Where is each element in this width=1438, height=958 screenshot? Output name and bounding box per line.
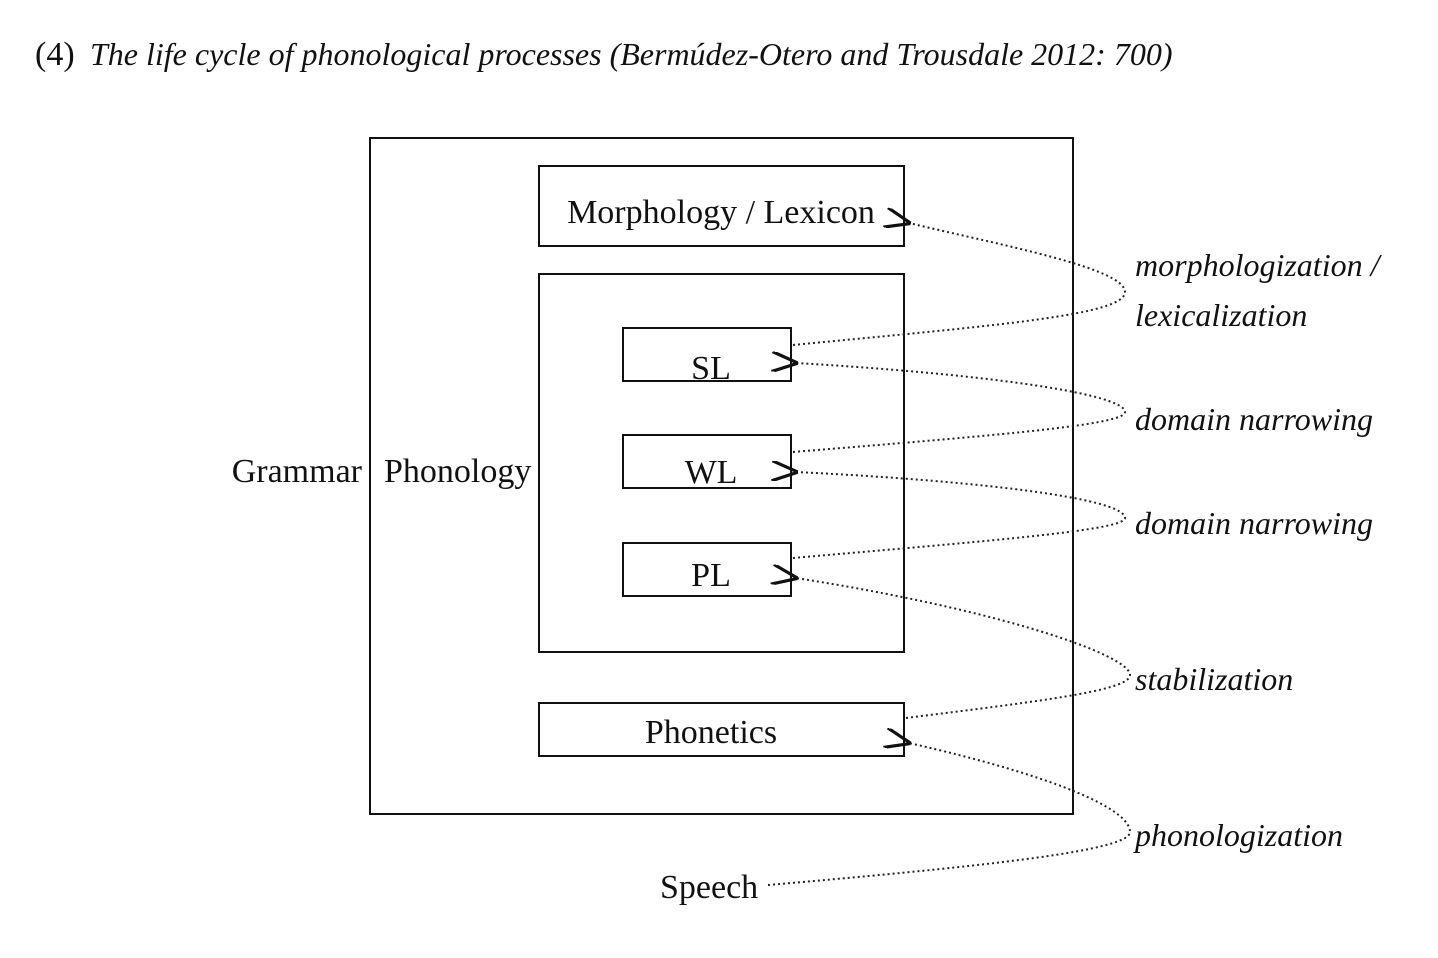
phonology-box bbox=[538, 273, 905, 653]
speech-label: Speech bbox=[660, 869, 758, 906]
morphology-label: Morphology / Lexicon bbox=[567, 194, 875, 231]
process-stabilization: stabilization bbox=[1135, 661, 1293, 697]
morphology-box bbox=[538, 165, 905, 247]
sl-label: SL bbox=[691, 350, 731, 387]
arrow-phonetics-to-pl bbox=[796, 578, 1132, 719]
arrow-sl-to-morphology bbox=[792, 223, 1127, 346]
process-domain-narrowing-2: domain narrowing bbox=[1135, 505, 1373, 541]
pl-label: PL bbox=[691, 557, 731, 594]
arrow-wl-to-sl bbox=[793, 363, 1127, 453]
arrow-speech-to-phonetics bbox=[767, 743, 1132, 886]
example-number: (4) bbox=[35, 36, 75, 73]
process-phonologization: phonologization bbox=[1133, 817, 1343, 853]
grammar-box bbox=[369, 137, 1074, 815]
process-domain-narrowing-1: domain narrowing bbox=[1135, 401, 1373, 437]
grammar-label: Grammar bbox=[232, 453, 363, 490]
arrow-pl-to-wl bbox=[793, 472, 1127, 559]
phonology-label: Phonology bbox=[384, 453, 531, 490]
process-morphologization: morphologization / bbox=[1135, 247, 1383, 283]
figure-title: The life cycle of phonological processes… bbox=[90, 36, 1172, 72]
phonetics-label: Phonetics bbox=[645, 714, 777, 751]
process-lexicalization: lexicalization bbox=[1135, 297, 1307, 333]
wl-label: WL bbox=[685, 454, 738, 491]
